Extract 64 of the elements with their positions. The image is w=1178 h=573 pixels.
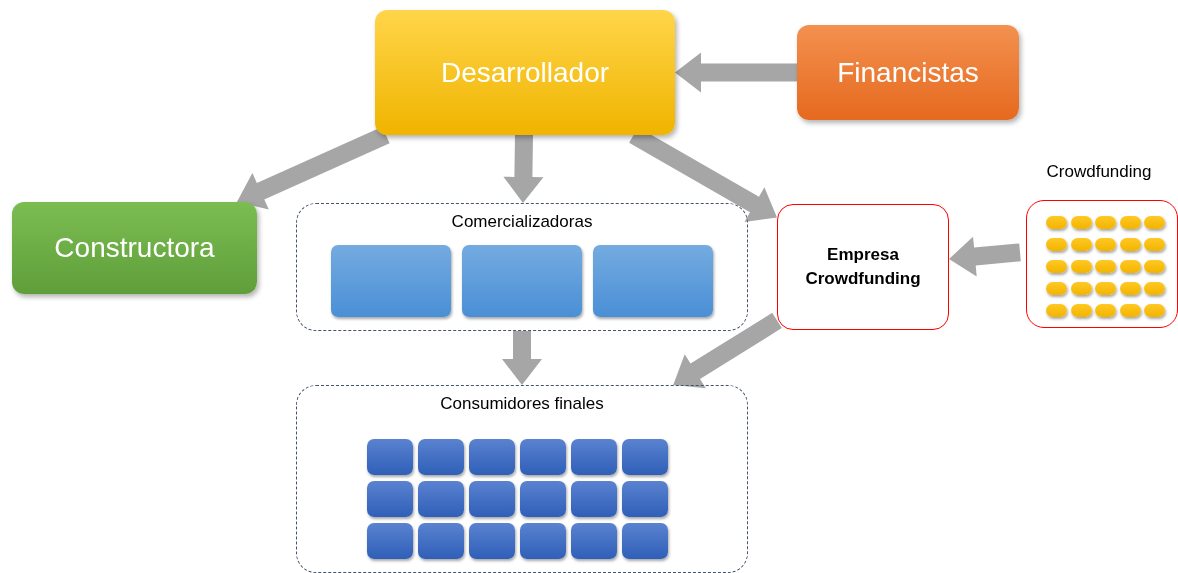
member-box (1119, 238, 1141, 251)
member-box (1095, 238, 1116, 251)
node-label: Empresa Crowdfunding (804, 244, 922, 290)
member-box (462, 245, 582, 317)
member-box (622, 439, 668, 475)
member-box (418, 481, 464, 517)
group-container (296, 385, 748, 573)
member-box (1070, 216, 1092, 229)
member-box (469, 481, 515, 517)
node-label: Constructora (54, 232, 215, 264)
node-label: Desarrollador (440, 56, 610, 89)
member-box (1144, 304, 1165, 317)
member-box (1144, 238, 1165, 251)
member-box (331, 245, 451, 317)
member-box (1046, 260, 1067, 273)
member-box (1046, 304, 1067, 317)
process-box (777, 204, 949, 330)
member-box (469, 439, 515, 475)
member-box (1119, 304, 1141, 317)
member-box (1119, 216, 1141, 229)
member-box (520, 439, 566, 475)
member-box (571, 523, 617, 559)
member-box (1070, 304, 1092, 317)
member-box (1070, 282, 1092, 295)
member-box (1070, 260, 1092, 273)
member-box (622, 481, 668, 517)
member-box (571, 439, 617, 475)
group-title: Crowdfunding (1045, 162, 1153, 182)
member-box (1119, 282, 1141, 295)
member-box (1095, 304, 1116, 317)
member-box (622, 523, 668, 559)
member-box (1070, 238, 1092, 251)
process-box (375, 10, 675, 135)
member-box (1144, 260, 1165, 273)
arrow (503, 134, 544, 203)
member-box (1046, 238, 1067, 251)
member-box (1046, 282, 1067, 295)
arrow (673, 312, 782, 389)
process-box (797, 25, 1019, 120)
arrow (675, 52, 797, 93)
arrow (949, 236, 1021, 277)
member-box (367, 481, 413, 517)
node-label: Financistas (837, 56, 979, 89)
process-box (12, 202, 257, 294)
member-box (1144, 216, 1165, 229)
member-box (593, 245, 713, 317)
member-box (520, 523, 566, 559)
member-box (1095, 216, 1116, 229)
member-box (1095, 282, 1116, 295)
group-title: Consumidores finales (439, 394, 605, 414)
member-box (1144, 282, 1165, 295)
member-box (1046, 216, 1067, 229)
member-box (418, 439, 464, 475)
group-container (296, 203, 748, 331)
member-box (367, 523, 413, 559)
member-box (367, 439, 413, 475)
member-box (571, 481, 617, 517)
group-title: Comercializadoras (450, 212, 594, 232)
member-box (1095, 260, 1116, 273)
member-box (469, 523, 515, 559)
member-box (1119, 260, 1141, 273)
arrow (502, 331, 542, 385)
member-box (520, 481, 566, 517)
member-box (418, 523, 464, 559)
